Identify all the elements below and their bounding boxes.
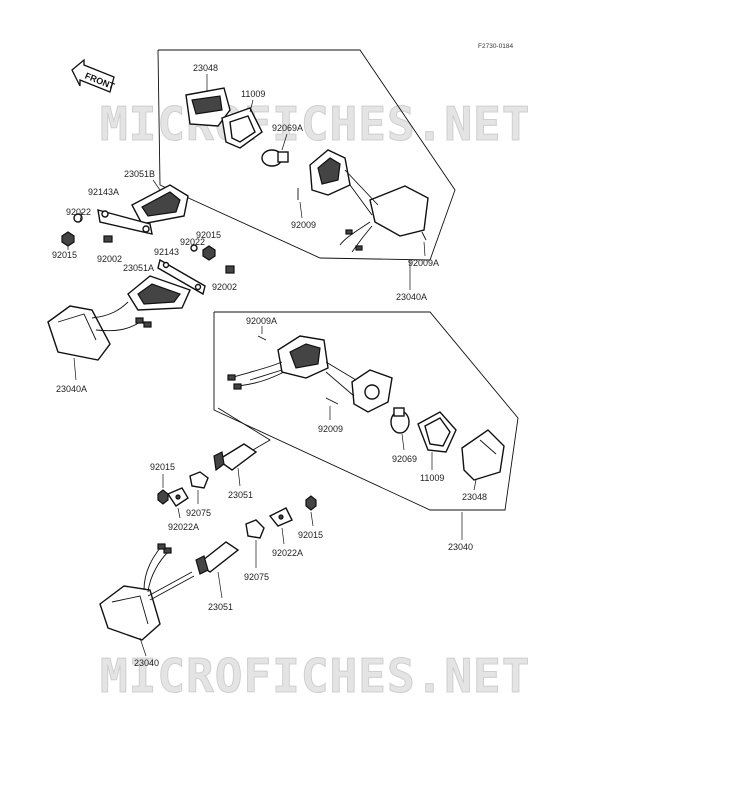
- label-92015-low: 92015: [150, 462, 175, 472]
- label-92069: 92069: [392, 454, 417, 464]
- label-11009-top: 11009: [241, 89, 265, 99]
- label-92022-mid: 92022: [180, 237, 205, 247]
- assembly-23040A-top: [157, 49, 456, 290]
- lower-parts-group: [99, 407, 317, 657]
- label-23051-low: 23051: [228, 490, 253, 500]
- label-23051-bot: 23051: [208, 602, 233, 612]
- label-92075-low: 92075: [186, 508, 211, 518]
- label-92069A-top: 92069A: [272, 123, 303, 133]
- label-92075-bot: 92075: [244, 572, 269, 582]
- bracket-group-left: [47, 179, 235, 381]
- label-23051A: 23051A: [123, 263, 154, 273]
- watermark-bottom: MICROFICHES.NET: [100, 649, 530, 703]
- label-92015-left: 92015: [52, 250, 77, 260]
- assembly-23040-right: [213, 311, 519, 540]
- label-23040-right: 23040: [448, 542, 473, 552]
- label-23040A-top: 23040A: [396, 292, 427, 302]
- label-92009A-top: 92009A: [408, 258, 439, 268]
- label-92015-mid: 92015: [196, 230, 221, 240]
- label-23040-bot: 23040: [134, 658, 159, 668]
- label-92009-top: 92009: [291, 220, 316, 230]
- label-92009A-right: 92009A: [246, 316, 277, 326]
- label-23048-top: 23048: [193, 63, 218, 73]
- label-92022A-low: 92022A: [168, 522, 199, 532]
- label-23051B: 23051B: [124, 169, 155, 179]
- label-92002-left: 92002: [97, 254, 122, 264]
- label-11009-right: 11009: [420, 473, 444, 483]
- label-92143: 92143: [154, 247, 179, 257]
- figure-code: F2730-0184: [478, 43, 513, 50]
- label-92015-bot: 92015: [298, 530, 323, 540]
- label-92022A-bot: 92022A: [272, 548, 303, 558]
- label-23040A-left: 23040A: [56, 384, 87, 394]
- label-92009-right: 92009: [318, 424, 343, 434]
- label-92143A: 92143A: [88, 187, 119, 197]
- label-23048-right: 23048: [462, 492, 487, 502]
- watermark-top: MICROFICHES.NET: [100, 97, 530, 151]
- label-92002-mid: 92002: [212, 282, 237, 292]
- front-arrow-icon: FRONT: [71, 58, 116, 93]
- label-92022-left: 92022: [66, 207, 91, 217]
